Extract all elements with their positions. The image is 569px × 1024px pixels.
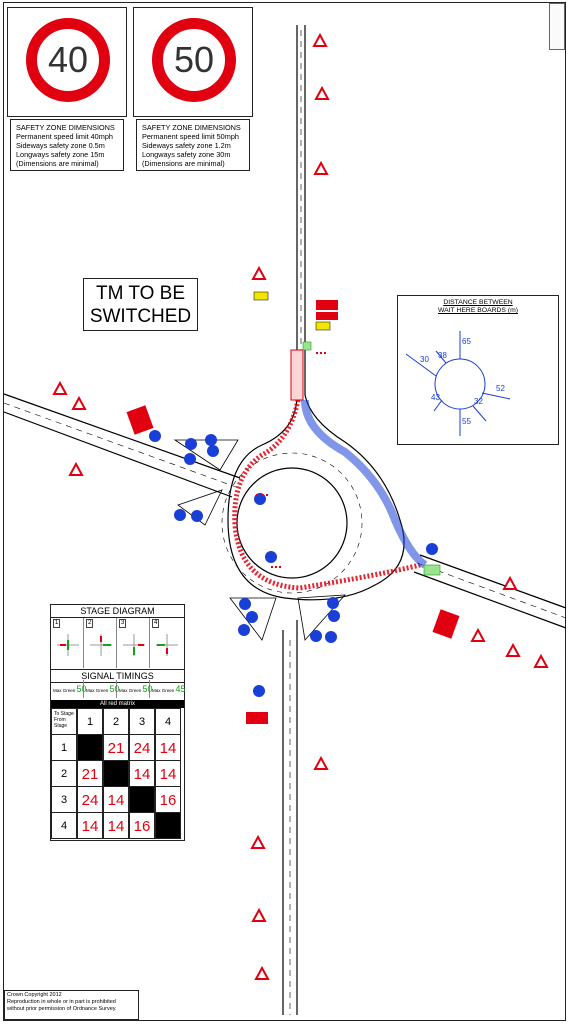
speed-limit-50-panel: 50 bbox=[133, 7, 253, 117]
matrix-cell: 14 bbox=[77, 812, 103, 839]
stage-cell: 4 bbox=[150, 618, 183, 668]
dist-value: 38 bbox=[438, 351, 447, 360]
matrix-row-header: 1 bbox=[51, 734, 77, 761]
max-green-cell: Max Green 50 bbox=[51, 680, 87, 698]
matrix-cell: 14 bbox=[155, 760, 181, 787]
matrix-cell bbox=[129, 786, 155, 813]
matrix-col-header: 2 bbox=[103, 708, 129, 735]
zone-line1: Permanent speed limit 40mph bbox=[16, 132, 113, 141]
signal-timings-title: SIGNAL TIMINGS bbox=[51, 669, 184, 683]
safety-zone-50: SAFETY ZONE DIMENSIONS Permanent speed l… bbox=[136, 119, 250, 171]
zone-note: (Dimensions are minimal) bbox=[142, 159, 225, 168]
matrix-cell: 24 bbox=[129, 734, 155, 761]
dist-value: 65 bbox=[462, 337, 471, 346]
dist-value: 55 bbox=[462, 417, 471, 426]
max-green-value: 50 bbox=[76, 684, 87, 694]
max-green-label: Max Green bbox=[86, 688, 109, 693]
max-green-value: 50 bbox=[142, 684, 153, 694]
copyright-line1: Crown Copyright 2012 bbox=[7, 992, 62, 998]
stage-arrows-icon bbox=[90, 634, 112, 656]
zone-note: (Dimensions are minimal) bbox=[16, 159, 99, 168]
matrix-col-header: 1 bbox=[77, 708, 103, 735]
matrix-cell: 14 bbox=[129, 760, 155, 787]
matrix-row-header: 2 bbox=[51, 760, 77, 787]
dist-value: 32 bbox=[474, 397, 483, 406]
corner-to-label: To Stage bbox=[54, 711, 74, 717]
matrix-cell bbox=[103, 760, 129, 787]
stage-number: 2 bbox=[86, 619, 94, 628]
drawing-frame bbox=[3, 2, 566, 1021]
matrix-col-header: 3 bbox=[129, 708, 155, 735]
matrix-cell: 16 bbox=[155, 786, 181, 813]
stage-arrows-icon bbox=[57, 634, 79, 656]
dist-value: 30 bbox=[420, 355, 429, 364]
matrix-col-header: 4 bbox=[155, 708, 181, 735]
matrix-row-header: 4 bbox=[51, 812, 77, 839]
distance-title-line1: DISTANCE BETWEEN bbox=[443, 299, 513, 306]
tm-line1: TM TO BE bbox=[95, 283, 186, 304]
max-green-value: 45 bbox=[175, 684, 186, 694]
matrix-cell: 14 bbox=[103, 786, 129, 813]
matrix-cell: 21 bbox=[77, 760, 103, 787]
speed-limit-40-panel: 40 bbox=[7, 7, 127, 117]
copyright-notice: Crown Copyright 2012 Reproduction in who… bbox=[4, 990, 139, 1020]
matrix-cell: 21 bbox=[103, 734, 129, 761]
max-green-cell: Max Green 50 bbox=[84, 680, 120, 698]
matrix-cell bbox=[77, 734, 103, 761]
speed-limit-50-sign: 50 bbox=[152, 18, 236, 102]
stage-arrows-icon bbox=[156, 634, 178, 656]
max-green-cell: Max Green 50 bbox=[117, 680, 153, 698]
matrix-corner: To Stage From Stage bbox=[51, 708, 77, 735]
matrix-row-header: 3 bbox=[51, 786, 77, 813]
matrix-cell: 16 bbox=[129, 812, 155, 839]
tm-line2: SWITCHED bbox=[89, 306, 192, 327]
matrix-cell: 14 bbox=[155, 734, 181, 761]
stage-cell: 1 bbox=[51, 618, 84, 668]
copyright-line3: without prior permission of Ordnance Sur… bbox=[7, 1006, 117, 1012]
scroll-tab[interactable] bbox=[549, 3, 565, 50]
distance-title: DISTANCE BETWEEN WAIT HERE BOARDS (m) bbox=[398, 299, 558, 315]
stage-cell: 2 bbox=[84, 618, 117, 668]
corner-from-label: From Stage bbox=[54, 717, 68, 729]
all-red-title: All red matrix bbox=[51, 700, 184, 708]
copyright-line2: Reproduction in whole or in part is proh… bbox=[7, 999, 116, 1005]
distance-diagram: 65 38 30 52 32 43 55 bbox=[405, 331, 511, 436]
max-green-label: Max Green bbox=[119, 688, 142, 693]
stage-cell: 3 bbox=[117, 618, 150, 668]
zone-line3: Longways safety zone 15m bbox=[16, 150, 105, 159]
stage-arrows-icon bbox=[123, 634, 145, 656]
distance-panel: DISTANCE BETWEEN WAIT HERE BOARDS (m) 65… bbox=[397, 295, 559, 445]
zone-line3: Longways safety zone 30m bbox=[142, 150, 231, 159]
safety-zone-40: SAFETY ZONE DIMENSIONS Permanent speed l… bbox=[10, 119, 124, 171]
zone-title: SAFETY ZONE DIMENSIONS bbox=[142, 123, 241, 132]
max-green-value: 50 bbox=[109, 684, 120, 694]
stage-number: 3 bbox=[119, 619, 127, 628]
max-green-label: Max Green bbox=[53, 688, 76, 693]
zone-line2: Sideways safety zone 1.2m bbox=[142, 141, 231, 150]
zone-line2: Sideways safety zone 0.5m bbox=[16, 141, 105, 150]
distance-title-line2: WAIT HERE BOARDS (m) bbox=[437, 307, 519, 314]
zone-title: SAFETY ZONE DIMENSIONS bbox=[16, 123, 115, 132]
dist-value: 52 bbox=[496, 384, 505, 393]
matrix-cell bbox=[155, 812, 181, 839]
max-green-cell: Max Green 45 bbox=[150, 680, 186, 698]
tm-switched-notice: TM TO BE SWITCHED bbox=[83, 278, 198, 331]
speed-limit-40-sign: 40 bbox=[26, 18, 110, 102]
dist-value: 43 bbox=[431, 393, 440, 402]
stage-number: 1 bbox=[53, 619, 61, 628]
stage-number: 4 bbox=[152, 619, 160, 628]
zone-line1: Permanent speed limit 50mph bbox=[142, 132, 239, 141]
stage-diagram-title: STAGE DIAGRAM bbox=[51, 605, 184, 618]
matrix-cell: 14 bbox=[103, 812, 129, 839]
max-green-label: Max Green bbox=[152, 688, 175, 693]
matrix-cell: 24 bbox=[77, 786, 103, 813]
